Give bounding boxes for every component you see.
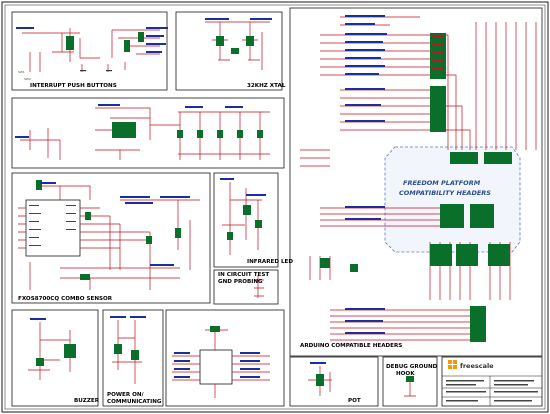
- pot-net-labels: [310, 362, 326, 364]
- power-on-title: POWER ON/: [107, 392, 145, 398]
- buzzer-title: BUZZER: [74, 398, 100, 404]
- buzzer-wires: [28, 322, 71, 380]
- arduino-headers-block: [289, 7, 543, 357]
- combo-sensor-circuit: [18, 180, 200, 290]
- xtal-net-labels: [205, 18, 272, 20]
- title-block-lines: [446, 380, 538, 402]
- debug-ground-title: DEBUG GROUND: [386, 364, 438, 370]
- sensor-wires: [18, 185, 200, 290]
- title-block: [441, 356, 543, 407]
- pot-components: [316, 374, 324, 386]
- in-circuit-test-title: IN CIRCUIT TEST: [218, 272, 269, 278]
- header-signal-rows: [300, 15, 537, 342]
- xtal-components: [216, 36, 254, 54]
- hook-title: HOOK: [396, 371, 415, 377]
- infrared-wires: [222, 182, 262, 255]
- title-block-detail: freescale: [442, 360, 542, 406]
- sensor-net-labels: [40, 182, 190, 266]
- inner-frame: [4, 4, 546, 410]
- in-circuit-test-block: [213, 269, 279, 305]
- freescale-logo: freescale: [460, 362, 494, 370]
- svg-text:SW1: SW1: [18, 70, 25, 74]
- compatibility-headers-title: COMPATIBILITY HEADERS: [399, 189, 491, 197]
- power-on-block: [102, 309, 164, 407]
- header-power-components: [320, 258, 358, 272]
- interrupt-components: [66, 32, 144, 52]
- pot-block: [289, 356, 379, 407]
- infrared-led-block: [213, 172, 279, 268]
- infrared-components: [227, 205, 262, 240]
- freescale-logo-mark: [448, 360, 457, 369]
- combo-sensor-block: [11, 172, 211, 304]
- infrared-led-circuit: [220, 178, 266, 255]
- svg-text:SW2: SW2: [24, 77, 31, 81]
- combo-sensor-title: FXOS8700CQ COMBO SENSOR: [18, 296, 113, 302]
- xtal-wires: [205, 21, 270, 70]
- header-power-wires: [300, 149, 331, 280]
- power-on-components: [114, 344, 139, 360]
- header-net-labels: [345, 15, 387, 334]
- interrupt-buttons-circuit: SW1 SW2: [16, 27, 168, 81]
- xtal-title: 32KHZ XTAL: [247, 83, 286, 89]
- buzzer-block: [11, 309, 99, 407]
- xtal-circuit: [205, 18, 272, 70]
- buzzer-components: [36, 344, 76, 366]
- capacitor-block: [11, 97, 285, 169]
- header-connectors: [430, 33, 512, 342]
- communicating-title: COMMUNICATING: [107, 399, 162, 405]
- mcu-net-labels: [174, 352, 260, 378]
- debug-ground-circuit: [404, 376, 416, 397]
- infrared-net-labels: [220, 178, 266, 196]
- pot-title: POT: [348, 398, 361, 404]
- infrared-led-title: INFRARED LED: [247, 259, 293, 265]
- buzzer-circuit: [28, 318, 76, 380]
- interrupt-buttons-block: [11, 11, 168, 91]
- in-circuit-test-circuit: [254, 275, 264, 298]
- pot-circuit: [308, 362, 332, 396]
- block-borders: [11, 7, 543, 407]
- sensor-pin-labels: [29, 205, 76, 246]
- freedom-platform-title: FREEDOM PLATFORM: [403, 179, 481, 187]
- sensor-components: [36, 180, 181, 280]
- debug-ground-block: [382, 356, 438, 407]
- mcu-circuit: [172, 326, 270, 398]
- capacitor-wires: [20, 107, 270, 160]
- interrupt-grounds: [80, 70, 112, 72]
- gnd-probing-title: GND PROBING: [218, 279, 263, 285]
- mcu-ic-body: [199, 349, 233, 385]
- capacitor-components: [112, 122, 263, 138]
- buzzer-net-labels: [30, 318, 46, 320]
- xtal-block: [175, 11, 283, 91]
- interrupt-push-buttons-title: INTERRUPT PUSH BUTTONS: [30, 83, 117, 89]
- power-on-net-labels: [110, 316, 146, 318]
- sensor-ic-body: [25, 199, 81, 257]
- mcu-components: [210, 326, 220, 332]
- capacitor-circuit: [15, 104, 270, 160]
- mcu-block: [165, 309, 285, 407]
- header-pin-dots: [432, 36, 444, 122]
- arduino-headers-title: ARDUINO COMPATIBLE HEADERS: [300, 343, 402, 349]
- capacitor-net-labels: [15, 104, 243, 138]
- interrupt-net-labels: [16, 27, 168, 53]
- power-on-circuit: [110, 316, 146, 384]
